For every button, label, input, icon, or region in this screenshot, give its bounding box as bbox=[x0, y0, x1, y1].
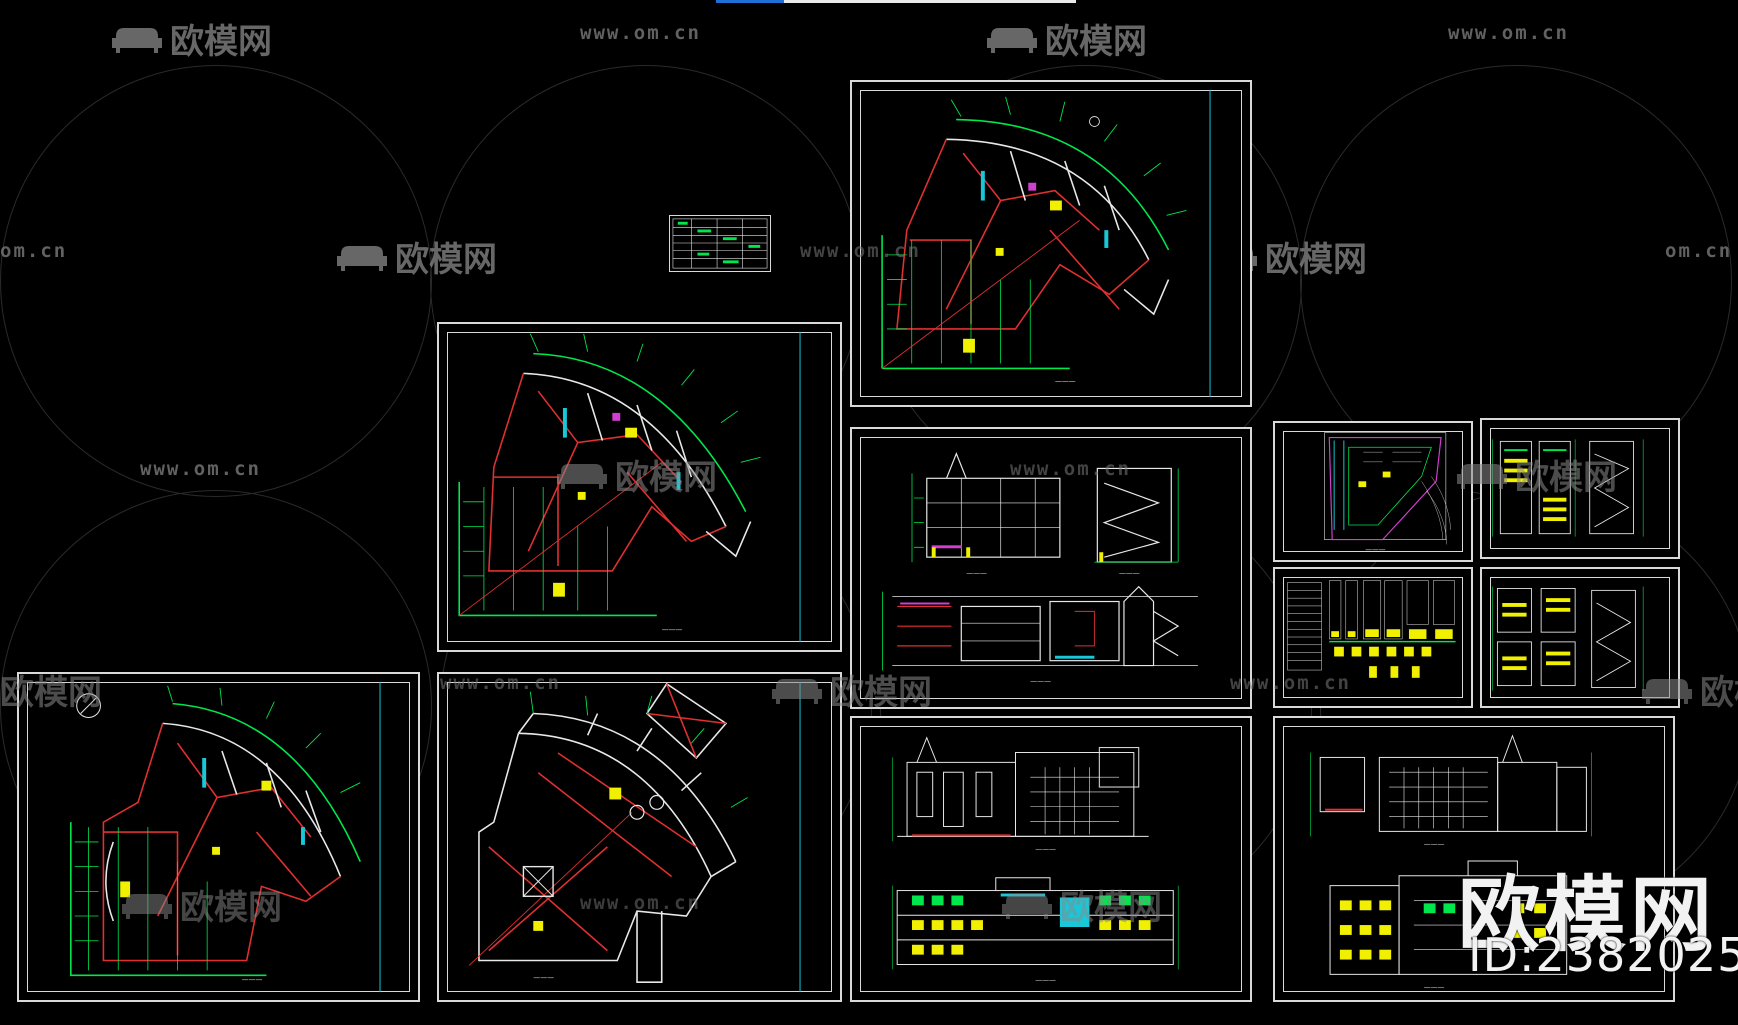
watermark-brand: 欧模网 bbox=[395, 240, 497, 280]
watermark-url: www.om.cn bbox=[440, 672, 561, 694]
watermark-logo: 欧模网 bbox=[770, 665, 932, 714]
watermark-logo: 欧模网 bbox=[110, 14, 272, 63]
sheet-plan-top[interactable]: ——— bbox=[850, 80, 1252, 407]
sheet-legend-table[interactable] bbox=[669, 215, 771, 272]
watermark-url: www.om.cn bbox=[580, 892, 701, 914]
sofa-icon bbox=[987, 27, 1037, 53]
sheet-plan-mid-left[interactable]: ——— bbox=[437, 322, 842, 652]
sofa-icon bbox=[557, 463, 607, 489]
sheet-elevations-a[interactable]: ——— ——— bbox=[850, 716, 1252, 1002]
svg-text:———: ——— bbox=[1035, 845, 1056, 853]
curved-floor-plan-drawing: ——— bbox=[70, 681, 381, 993]
sheet-plan-bottom-left[interactable]: ——— bbox=[17, 672, 420, 1002]
watermark-url: www.om.cn bbox=[800, 240, 921, 262]
watermark-logo: 欧模网 bbox=[120, 880, 282, 929]
svg-text:———: ——— bbox=[662, 626, 683, 634]
building-sections-drawing: ——— ——— ——— bbox=[882, 452, 1198, 685]
watermark-logo: 欧模网 bbox=[1000, 880, 1162, 929]
watermark-brand: 欧模网 bbox=[615, 458, 717, 498]
sheet-plan-bottom-mid[interactable]: ——— bbox=[437, 672, 842, 1002]
curved-floor-plan-drawing: ——— bbox=[458, 331, 801, 643]
watermark-logo: 欧模网 bbox=[1455, 450, 1617, 499]
watermark-brand: 欧模网 bbox=[0, 673, 102, 713]
watermark-logo: 欧模网 bbox=[0, 665, 102, 714]
watermark-url: www.om.cn bbox=[140, 458, 261, 480]
sofa-icon bbox=[337, 245, 387, 271]
watermark-logo: 欧模网 bbox=[1640, 665, 1738, 714]
sheet-door-window[interactable] bbox=[1273, 567, 1473, 708]
watermark-logo: 欧模网 bbox=[985, 14, 1147, 63]
loading-progress-track bbox=[716, 0, 1076, 3]
sheet-elevations-b[interactable]: ——— ——— bbox=[1273, 716, 1675, 1002]
sofa-icon bbox=[112, 27, 162, 53]
building-elevations-drawing: ——— ——— bbox=[891, 736, 1179, 984]
roof-plan-drawing: ——— bbox=[468, 681, 801, 993]
watermark-logo: 欧模网 bbox=[555, 450, 717, 499]
sofa-icon bbox=[1002, 893, 1052, 919]
sofa-icon bbox=[772, 678, 822, 704]
legend-table-drawing bbox=[672, 218, 768, 269]
watermark-brand: 欧模网 bbox=[1265, 240, 1367, 280]
sheet-sections[interactable]: ——— ——— ——— bbox=[850, 427, 1252, 709]
sheet-stair-detail-a[interactable] bbox=[1480, 418, 1680, 559]
svg-text:———: ——— bbox=[1030, 677, 1051, 685]
svg-text:———: ——— bbox=[1119, 569, 1140, 577]
watermark-url: www.om.cn bbox=[1448, 22, 1569, 44]
watermark-brand: 欧模网 bbox=[1515, 458, 1617, 498]
watermark-brand: 欧模网 bbox=[1060, 888, 1162, 928]
svg-text:———: ——— bbox=[242, 976, 263, 984]
brand-logo-text: 欧模网 bbox=[1458, 868, 1717, 963]
svg-text:———: ——— bbox=[1035, 976, 1056, 984]
watermark-url: www.om.cn bbox=[580, 22, 701, 44]
door-window-schedule-drawing bbox=[1287, 580, 1456, 678]
svg-text:———: ——— bbox=[1055, 377, 1076, 385]
curved-floor-plan-drawing: ——— bbox=[881, 89, 1211, 398]
svg-text:———: ——— bbox=[1365, 546, 1386, 554]
watermark-brand: 欧模网 bbox=[1700, 673, 1738, 713]
svg-text:———: ——— bbox=[1424, 840, 1445, 848]
watermark-url: www.om.cn bbox=[1230, 672, 1351, 694]
svg-text:———: ——— bbox=[533, 974, 554, 982]
sofa-icon bbox=[1457, 463, 1507, 489]
model-id-text: ID:2382025 bbox=[1468, 928, 1738, 982]
sheet-site-plan[interactable]: ——— bbox=[1273, 421, 1473, 562]
watermark-brand: 欧模网 bbox=[170, 22, 272, 62]
watermark-brand: 欧模网 bbox=[830, 673, 932, 713]
stair-detail-drawing bbox=[1492, 439, 1644, 537]
watermark-url: om.cn bbox=[1665, 240, 1733, 262]
sofa-icon bbox=[1642, 678, 1692, 704]
watermark-logo: 欧模网 bbox=[335, 232, 497, 281]
site-plan-drawing: ——— bbox=[1324, 432, 1451, 554]
watermark-url: www.om.cn bbox=[1010, 458, 1131, 480]
building-elevations-drawing: ——— ——— bbox=[1310, 734, 1592, 991]
svg-text:———: ——— bbox=[966, 569, 987, 577]
watermark-ring bbox=[0, 65, 432, 497]
watermark-url: om.cn bbox=[0, 240, 68, 262]
watermark-brand: 欧模网 bbox=[1045, 22, 1147, 62]
stair-detail-drawing bbox=[1492, 586, 1644, 691]
watermark-brand: 欧模网 bbox=[180, 888, 282, 928]
svg-text:———: ——— bbox=[1424, 983, 1445, 991]
loading-progress-fill bbox=[716, 0, 785, 3]
sofa-icon bbox=[122, 893, 172, 919]
